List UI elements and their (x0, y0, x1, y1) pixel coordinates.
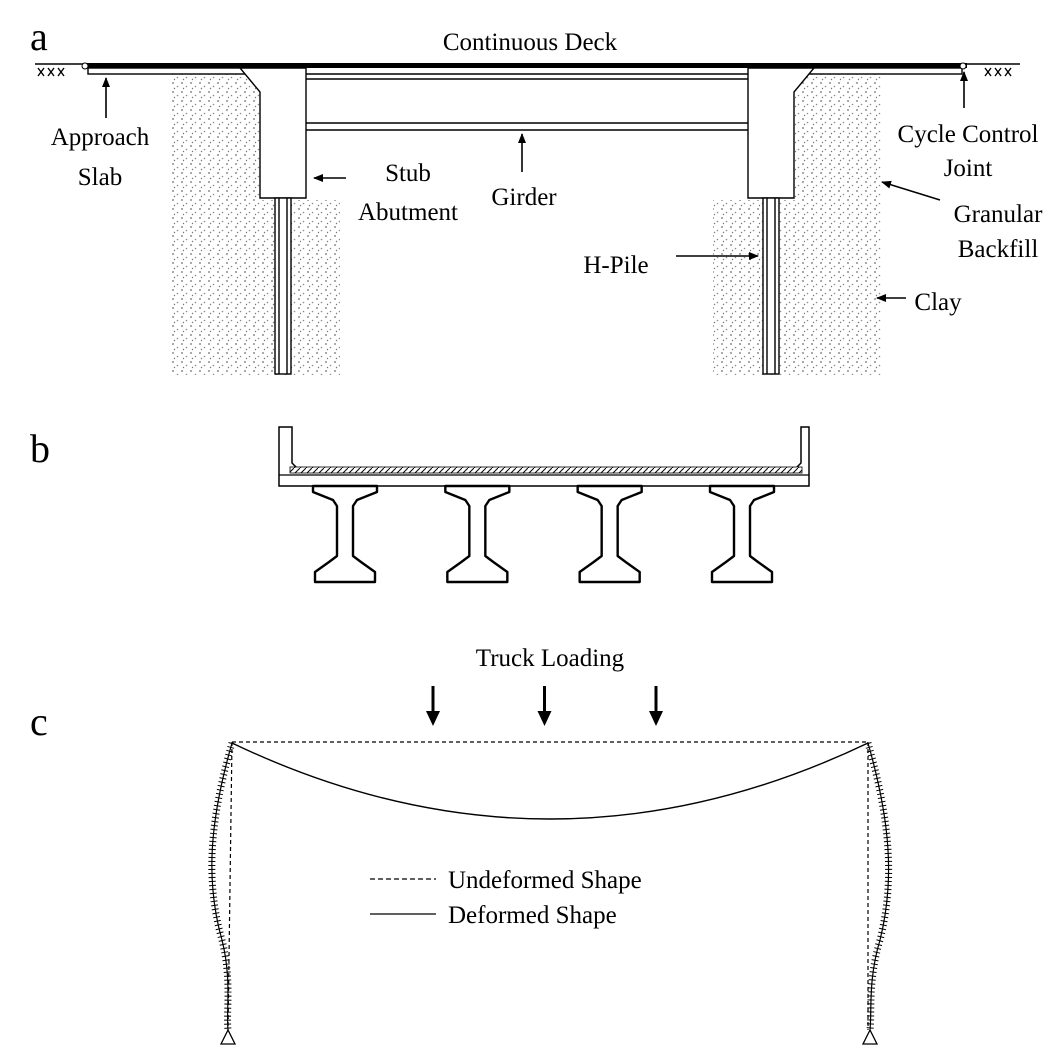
soil-fill (170, 72, 883, 375)
truck-load-arrow (649, 686, 663, 726)
girder-label: Girder (491, 184, 557, 211)
legend: Undeformed Shape Deformed Shape (370, 867, 642, 929)
approach-label: Approach (51, 124, 150, 151)
stub-label: Stub (385, 160, 431, 187)
ground-left (35, 63, 90, 77)
clay-left (170, 200, 340, 375)
panel-b: b (30, 426, 810, 584)
stub-abutment-right (747, 67, 816, 199)
granular-backfill-right (795, 72, 883, 202)
cycle-control-label: Cycle Control (898, 121, 1039, 148)
panel-a: a Continuous Deck (30, 14, 1043, 375)
granular-label: Granular (954, 201, 1044, 228)
h-pile-left (274, 197, 292, 375)
continuous-deck (85, 63, 967, 68)
soil-springs-left (208, 742, 236, 1031)
truck-load-arrows (426, 686, 663, 726)
truck-loading-label: Truck Loading (476, 645, 625, 672)
legend-deformed-label: Deformed Shape (448, 902, 617, 929)
deformed-pile-left (211, 742, 233, 1031)
continuous-deck-label: Continuous Deck (443, 29, 618, 56)
clay-right (713, 200, 883, 375)
girder (306, 73, 748, 131)
pin-support-right (861, 1028, 879, 1045)
joint-label: Joint (944, 155, 993, 182)
h-pile-label: H-Pile (583, 252, 648, 279)
h-pile-right (762, 197, 780, 375)
deck-wearing-surface (289, 466, 803, 474)
truck-load-arrow (426, 686, 440, 726)
i-girder (444, 484, 511, 584)
truck-load-arrow (537, 686, 552, 726)
pin-support-left (219, 1028, 237, 1045)
i-girder (708, 484, 776, 584)
panel-letter-b: b (30, 426, 50, 471)
cycle-control-joint-left (81, 62, 89, 70)
i-girder (311, 484, 379, 584)
panel-c: c Truck Loading Undeformed Shape Deforme… (30, 645, 893, 1045)
girder-row (311, 484, 776, 584)
deformed-girder (231, 742, 869, 820)
slab-label: Slab (78, 164, 122, 191)
cycle-control-joint-right (959, 62, 967, 70)
backfill-label: Backfill (958, 236, 1039, 263)
i-girder (576, 484, 643, 584)
panel-letter-a: a (30, 14, 48, 59)
undeformed-frame (227, 741, 869, 1031)
abutment-label: Abutment (358, 199, 458, 226)
legend-undeformed-label: Undeformed Shape (448, 867, 642, 894)
deck-section (278, 426, 810, 487)
granular-backfill-left (170, 72, 260, 202)
clay-label: Clay (914, 289, 962, 316)
approach-slab-right (789, 67, 963, 75)
granular-backfill-arrow (881, 180, 941, 201)
ground-right (965, 63, 1020, 77)
deformed-pile-right (867, 742, 890, 1031)
panel-letter-c: c (30, 699, 48, 744)
approach-slab-left (87, 67, 261, 75)
